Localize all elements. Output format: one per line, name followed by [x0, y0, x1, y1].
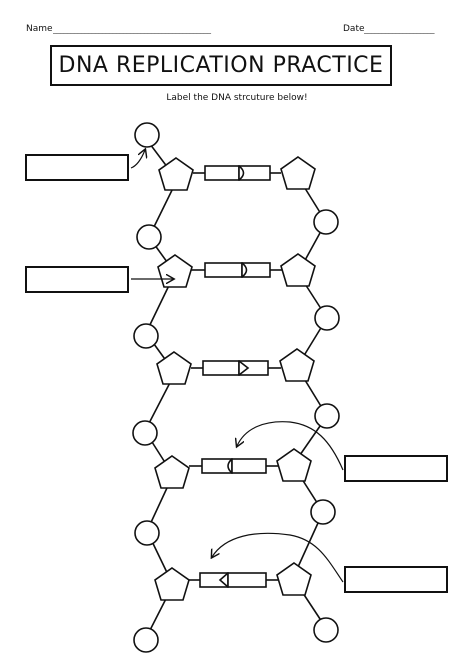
- sugar-pentagon: [158, 157, 194, 191]
- base-pair-rungs: [189, 165, 282, 588]
- base-4-right: [231, 458, 267, 474]
- arrow-to-base: [237, 421, 344, 471]
- date-label: Date: [343, 24, 365, 34]
- answer-box-1[interactable]: [25, 154, 129, 181]
- sugar-pentagon: [154, 455, 190, 489]
- base-5-right: [227, 572, 267, 588]
- page-title: DNA REPLICATION PRACTICE: [58, 53, 384, 78]
- sugar-pentagon: [280, 253, 316, 287]
- answer-box-3[interactable]: [344, 455, 448, 482]
- base-1-left: [204, 165, 240, 181]
- base-3-right: [238, 360, 269, 376]
- sugar-pentagon: [276, 448, 312, 482]
- sugar-pentagon: [157, 254, 193, 288]
- answer-box-2[interactable]: [25, 266, 129, 293]
- phosphate-circle: [132, 420, 158, 446]
- base-1-right: [238, 165, 271, 181]
- phosphate-circle: [134, 520, 160, 546]
- phosphate-circle: [310, 499, 336, 525]
- phosphate-circle: [313, 209, 339, 235]
- phosphate-circle: [133, 323, 159, 349]
- arrow-to-phosphate: [130, 150, 145, 169]
- phosphate-circle: [314, 403, 340, 429]
- sugar-pentagon: [276, 562, 312, 596]
- name-label: Name: [26, 24, 53, 34]
- arrow-to-base-pair: [212, 532, 344, 583]
- sugar-pentagon: [154, 567, 190, 601]
- phosphate-circle: [133, 627, 159, 653]
- title-box: DNA REPLICATION PRACTICE: [50, 45, 392, 86]
- name-line[interactable]: ________________________________________…: [53, 25, 211, 34]
- base-2-left: [204, 262, 243, 278]
- answer-box-4[interactable]: [344, 566, 448, 593]
- date-line[interactable]: ____________________: [364, 25, 435, 34]
- phosphate-circle: [134, 122, 160, 148]
- sugar-pentagon: [156, 351, 192, 385]
- right-backbone: [292, 176, 328, 629]
- header-row: Name ___________________________________…: [26, 24, 456, 38]
- phosphate-circle: [313, 617, 339, 643]
- left-backbone: [144, 139, 178, 639]
- phosphate-circle: [314, 305, 340, 331]
- phosphate-circle: [136, 224, 162, 250]
- sugar-pentagon: [279, 348, 315, 382]
- sugar-pentagon: [280, 156, 316, 190]
- instruction-text: Label the DNA strcuture below!: [166, 93, 308, 103]
- base-5-left: [199, 572, 229, 588]
- base-2-right: [241, 262, 271, 278]
- base-3-left: [202, 360, 240, 376]
